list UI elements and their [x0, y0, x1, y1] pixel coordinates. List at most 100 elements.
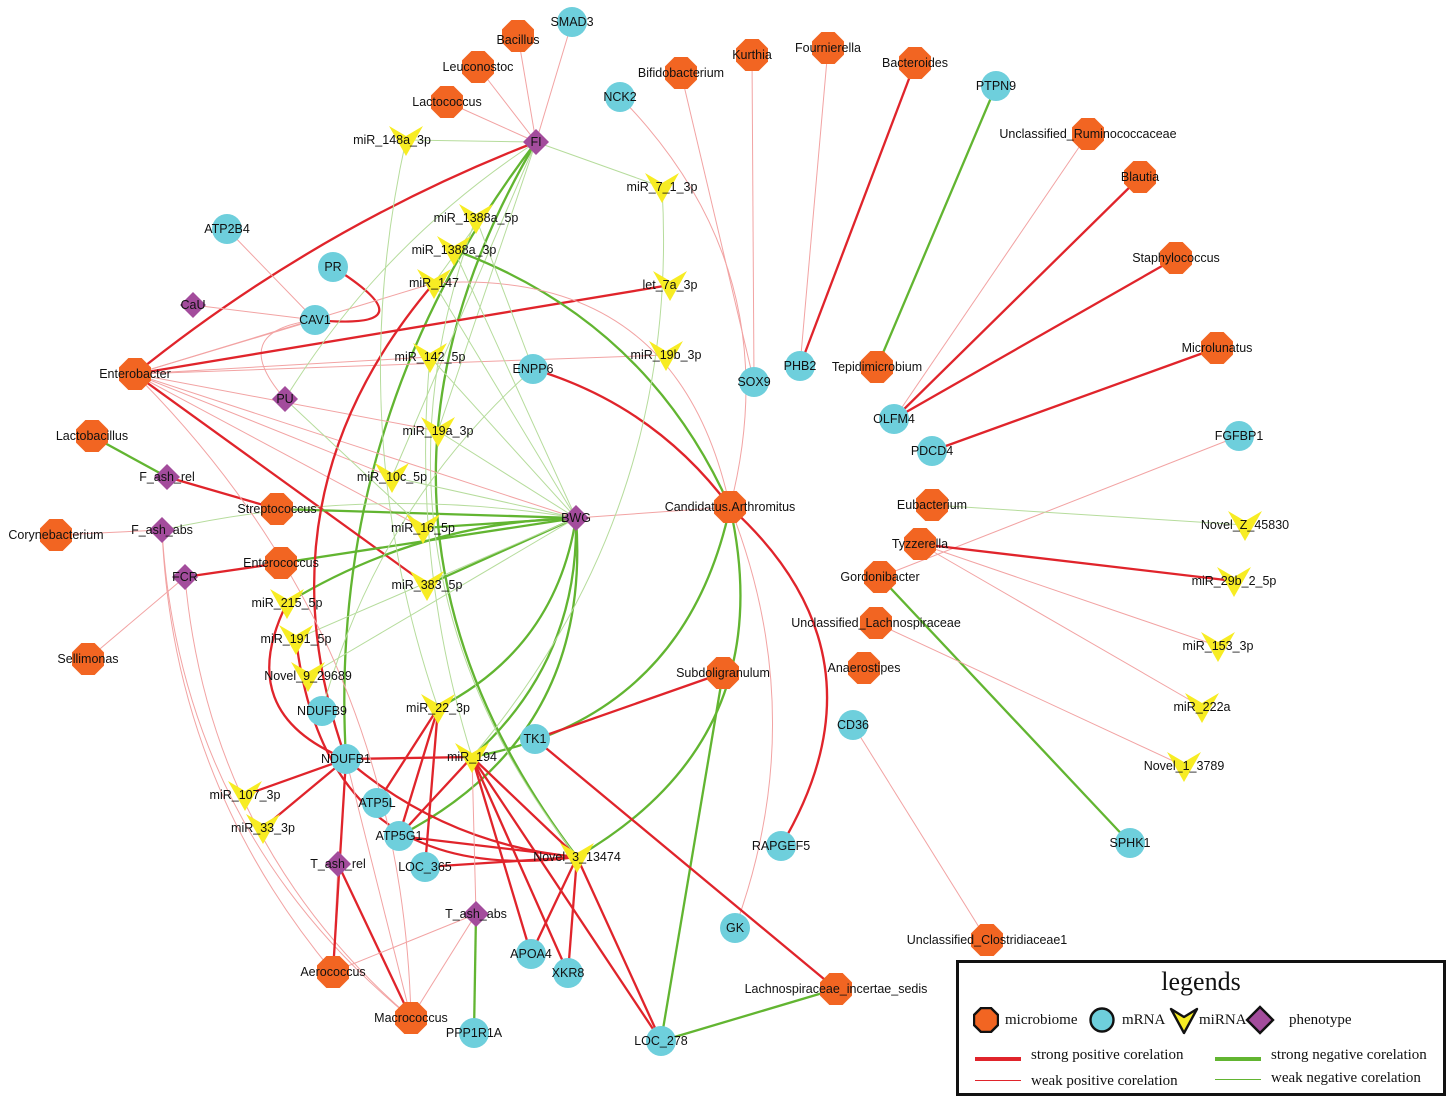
node-fournierella[interactable]: Fournierella — [795, 32, 861, 64]
node-smad3[interactable]: SMAD3 — [550, 7, 594, 37]
node-atp5l[interactable]: ATP5L — [358, 788, 396, 818]
node-lachnospiraceae-incertae-sedis[interactable]: Lachnospiraceae_incertae_sedis — [745, 973, 928, 1005]
node-microlunatus[interactable]: Microlunatus — [1182, 332, 1253, 364]
node-f-ash-rel[interactable]: F_ash_rel — [139, 464, 195, 490]
edge-candidatus-arthromitus-mir-1388a-3p — [453, 248, 732, 508]
node-phb2[interactable]: PHB2 — [784, 351, 817, 381]
node-ndufb9[interactable]: NDUFB9 — [297, 696, 347, 726]
node-mir-33-3p[interactable]: miR_33_3p — [231, 814, 295, 844]
node-mir-153-3p[interactable]: miR_153_3p — [1183, 632, 1254, 662]
node-mir-10c-5p[interactable]: miR_10c_5p — [357, 463, 427, 493]
node-f-ash-abs[interactable]: F_ash_abs — [131, 517, 193, 543]
node-cd36[interactable]: CD36 — [837, 710, 869, 740]
node-staphylococcus[interactable]: Staphylococcus — [1132, 242, 1220, 274]
node-nck2[interactable]: NCK2 — [603, 82, 637, 112]
node-let-7a-3p[interactable]: let_7a_3p — [643, 271, 698, 301]
node-mir-194[interactable]: miR_194 — [447, 743, 497, 773]
node-candidatus-arthromitus[interactable]: Candidatus.Arthromitus — [665, 491, 796, 523]
node-enpp6[interactable]: ENPP6 — [513, 354, 554, 384]
node-mir-29b-2-5p[interactable]: miR_29b_2_5p — [1192, 567, 1277, 597]
node-mir-215-5p[interactable]: miR_215_5p — [252, 589, 323, 619]
node-mir-142-5p[interactable]: miR_142_5p — [395, 343, 466, 373]
node-mir-383-5p[interactable]: miR_383_5p — [392, 571, 463, 601]
mirna-arrowhead — [1185, 693, 1219, 723]
node-aerococcus[interactable]: Aerococcus — [300, 956, 366, 988]
node-novel-9-29689[interactable]: Novel_9_29689 — [264, 662, 352, 692]
node-corynebacterium[interactable]: Corynebacterium — [8, 519, 104, 551]
node-label: CAV1 — [299, 313, 331, 327]
node-fcr[interactable]: FCR — [172, 564, 198, 590]
node-lactococcus[interactable]: Lactococcus — [412, 86, 482, 118]
node-tk1[interactable]: TK1 — [520, 724, 550, 754]
node-mir-19b-3p[interactable]: miR_19b_3p — [631, 341, 702, 371]
node-xkr8[interactable]: XKR8 — [552, 958, 585, 988]
edge-mir-215-5p-ndufb1 — [268, 602, 347, 761]
node-mir-16-5p[interactable]: miR_16_5p — [391, 514, 455, 544]
node-lactobacillus[interactable]: Lactobacillus — [56, 420, 128, 452]
node-sellimonas[interactable]: Sellimonas — [57, 643, 119, 675]
edge-ndufb1-mir-107-3p — [244, 757, 347, 797]
node-unclassified-ruminococcaceae[interactable]: Unclassified_Ruminococcaceae — [999, 118, 1177, 150]
node-novel-3-13474[interactable]: Novel_3_13474 — [533, 843, 621, 873]
mirna-arrowhead — [421, 694, 455, 724]
node-gordonibacter[interactable]: Gordonibacter — [840, 561, 920, 593]
node-macrococcus[interactable]: Macrococcus — [374, 1002, 448, 1034]
node-loc-278[interactable]: LOC_278 — [634, 1026, 688, 1056]
node-pu[interactable]: PU — [272, 386, 298, 412]
node-mir-22-3p[interactable]: miR_22_3p — [406, 694, 470, 724]
node-novel-z-45830[interactable]: Novel_Z_45830 — [1201, 511, 1289, 541]
node-ptpn9[interactable]: PTPN9 — [976, 71, 1016, 101]
node-mir-19a-3p[interactable]: miR_19a_3p — [403, 417, 474, 447]
node-mir-1388a-5p[interactable]: miR_1388a_5p — [434, 204, 519, 234]
node-loc-365[interactable]: LOC_365 — [398, 852, 452, 882]
node-leuconostoc[interactable]: Leuconostoc — [443, 51, 514, 83]
node-mir-222a[interactable]: miR_222a — [1174, 693, 1231, 723]
node-fi[interactable]: FI — [523, 129, 549, 155]
node-label: Novel_Z_45830 — [1201, 518, 1289, 532]
node-mir-107-3p[interactable]: miR_107_3p — [210, 781, 281, 811]
node-unclassified-lachnospiraceae[interactable]: Unclassified_Lachnospiraceae — [791, 607, 961, 639]
node-sox9[interactable]: SOX9 — [737, 367, 771, 397]
node-tyzzerella[interactable]: Tyzzerella — [892, 528, 948, 560]
node-pr[interactable]: PR — [318, 252, 348, 282]
node-gk[interactable]: GK — [720, 913, 750, 943]
node-kurthia[interactable]: Kurthia — [732, 39, 772, 71]
node-pdcd4[interactable]: PDCD4 — [911, 436, 953, 466]
node-t-ash-abs[interactable]: T_ash_abs — [445, 901, 507, 927]
edge-ndufb1-mir-194 — [345, 755, 473, 761]
node-atp5g1[interactable]: ATP5G1 — [375, 821, 423, 851]
node-ndufb1[interactable]: NDUFB1 — [321, 744, 371, 774]
node-anaerostipes[interactable]: Anaerostipes — [828, 652, 901, 684]
node-mir-1388a-3p[interactable]: miR_1388a_3p — [412, 236, 497, 266]
node-ppp1r1a[interactable]: PPP1R1A — [446, 1018, 503, 1048]
node-bwg[interactable]: BWG — [561, 505, 591, 531]
microbiome-octagon — [707, 657, 739, 689]
node-enterobacter[interactable]: Enterobacter — [99, 358, 171, 390]
node-apoa4[interactable]: APOA4 — [510, 939, 552, 969]
node-sphk1[interactable]: SPHK1 — [1110, 828, 1151, 858]
node-tepidimicrobium[interactable]: Tepidimicrobium — [832, 351, 922, 383]
node-cau[interactable]: CaU — [180, 292, 206, 318]
node-bacillus[interactable]: Bacillus — [496, 20, 540, 52]
node-bifidobacterium[interactable]: Bifidobacterium — [638, 57, 724, 89]
node-eubacterium[interactable]: Eubacterium — [897, 489, 967, 521]
node-subdoligranulum[interactable]: Subdoligranulum — [676, 657, 770, 689]
node-mir-148a-3p[interactable]: miR_148a_3p — [353, 126, 431, 156]
node-mir-7-1-3p[interactable]: miR_7_1_3p — [627, 173, 698, 203]
node-streptococcus[interactable]: Streptococcus — [237, 493, 317, 525]
node-fgfbp1[interactable]: FGFBP1 — [1215, 421, 1264, 451]
node-t-ash-rel[interactable]: T_ash_rel — [310, 851, 366, 877]
node-bacteroides[interactable]: Bacteroides — [882, 47, 948, 79]
node-mir-147[interactable]: miR_147 — [409, 269, 459, 299]
node-novel-1-3789[interactable]: Novel_1_3789 — [1144, 752, 1225, 782]
node-cav1[interactable]: CAV1 — [299, 305, 331, 335]
node-rapgef5[interactable]: RAPGEF5 — [752, 831, 810, 861]
node-blautia[interactable]: Blautia — [1121, 161, 1159, 193]
node-mir-191-5p[interactable]: miR_191_5p — [261, 625, 332, 655]
edge-kurthia-sox9 — [751, 54, 755, 383]
edge-mir-194-novel-3-13474 — [471, 756, 578, 858]
node-unclassified-clostridiaceae1[interactable]: Unclassified_Clostridiaceae1 — [907, 924, 1068, 956]
node-enterococcus[interactable]: Enterococcus — [243, 547, 319, 579]
node-atp2b4[interactable]: ATP2B4 — [204, 214, 250, 244]
node-olfm4[interactable]: OLFM4 — [873, 404, 915, 434]
